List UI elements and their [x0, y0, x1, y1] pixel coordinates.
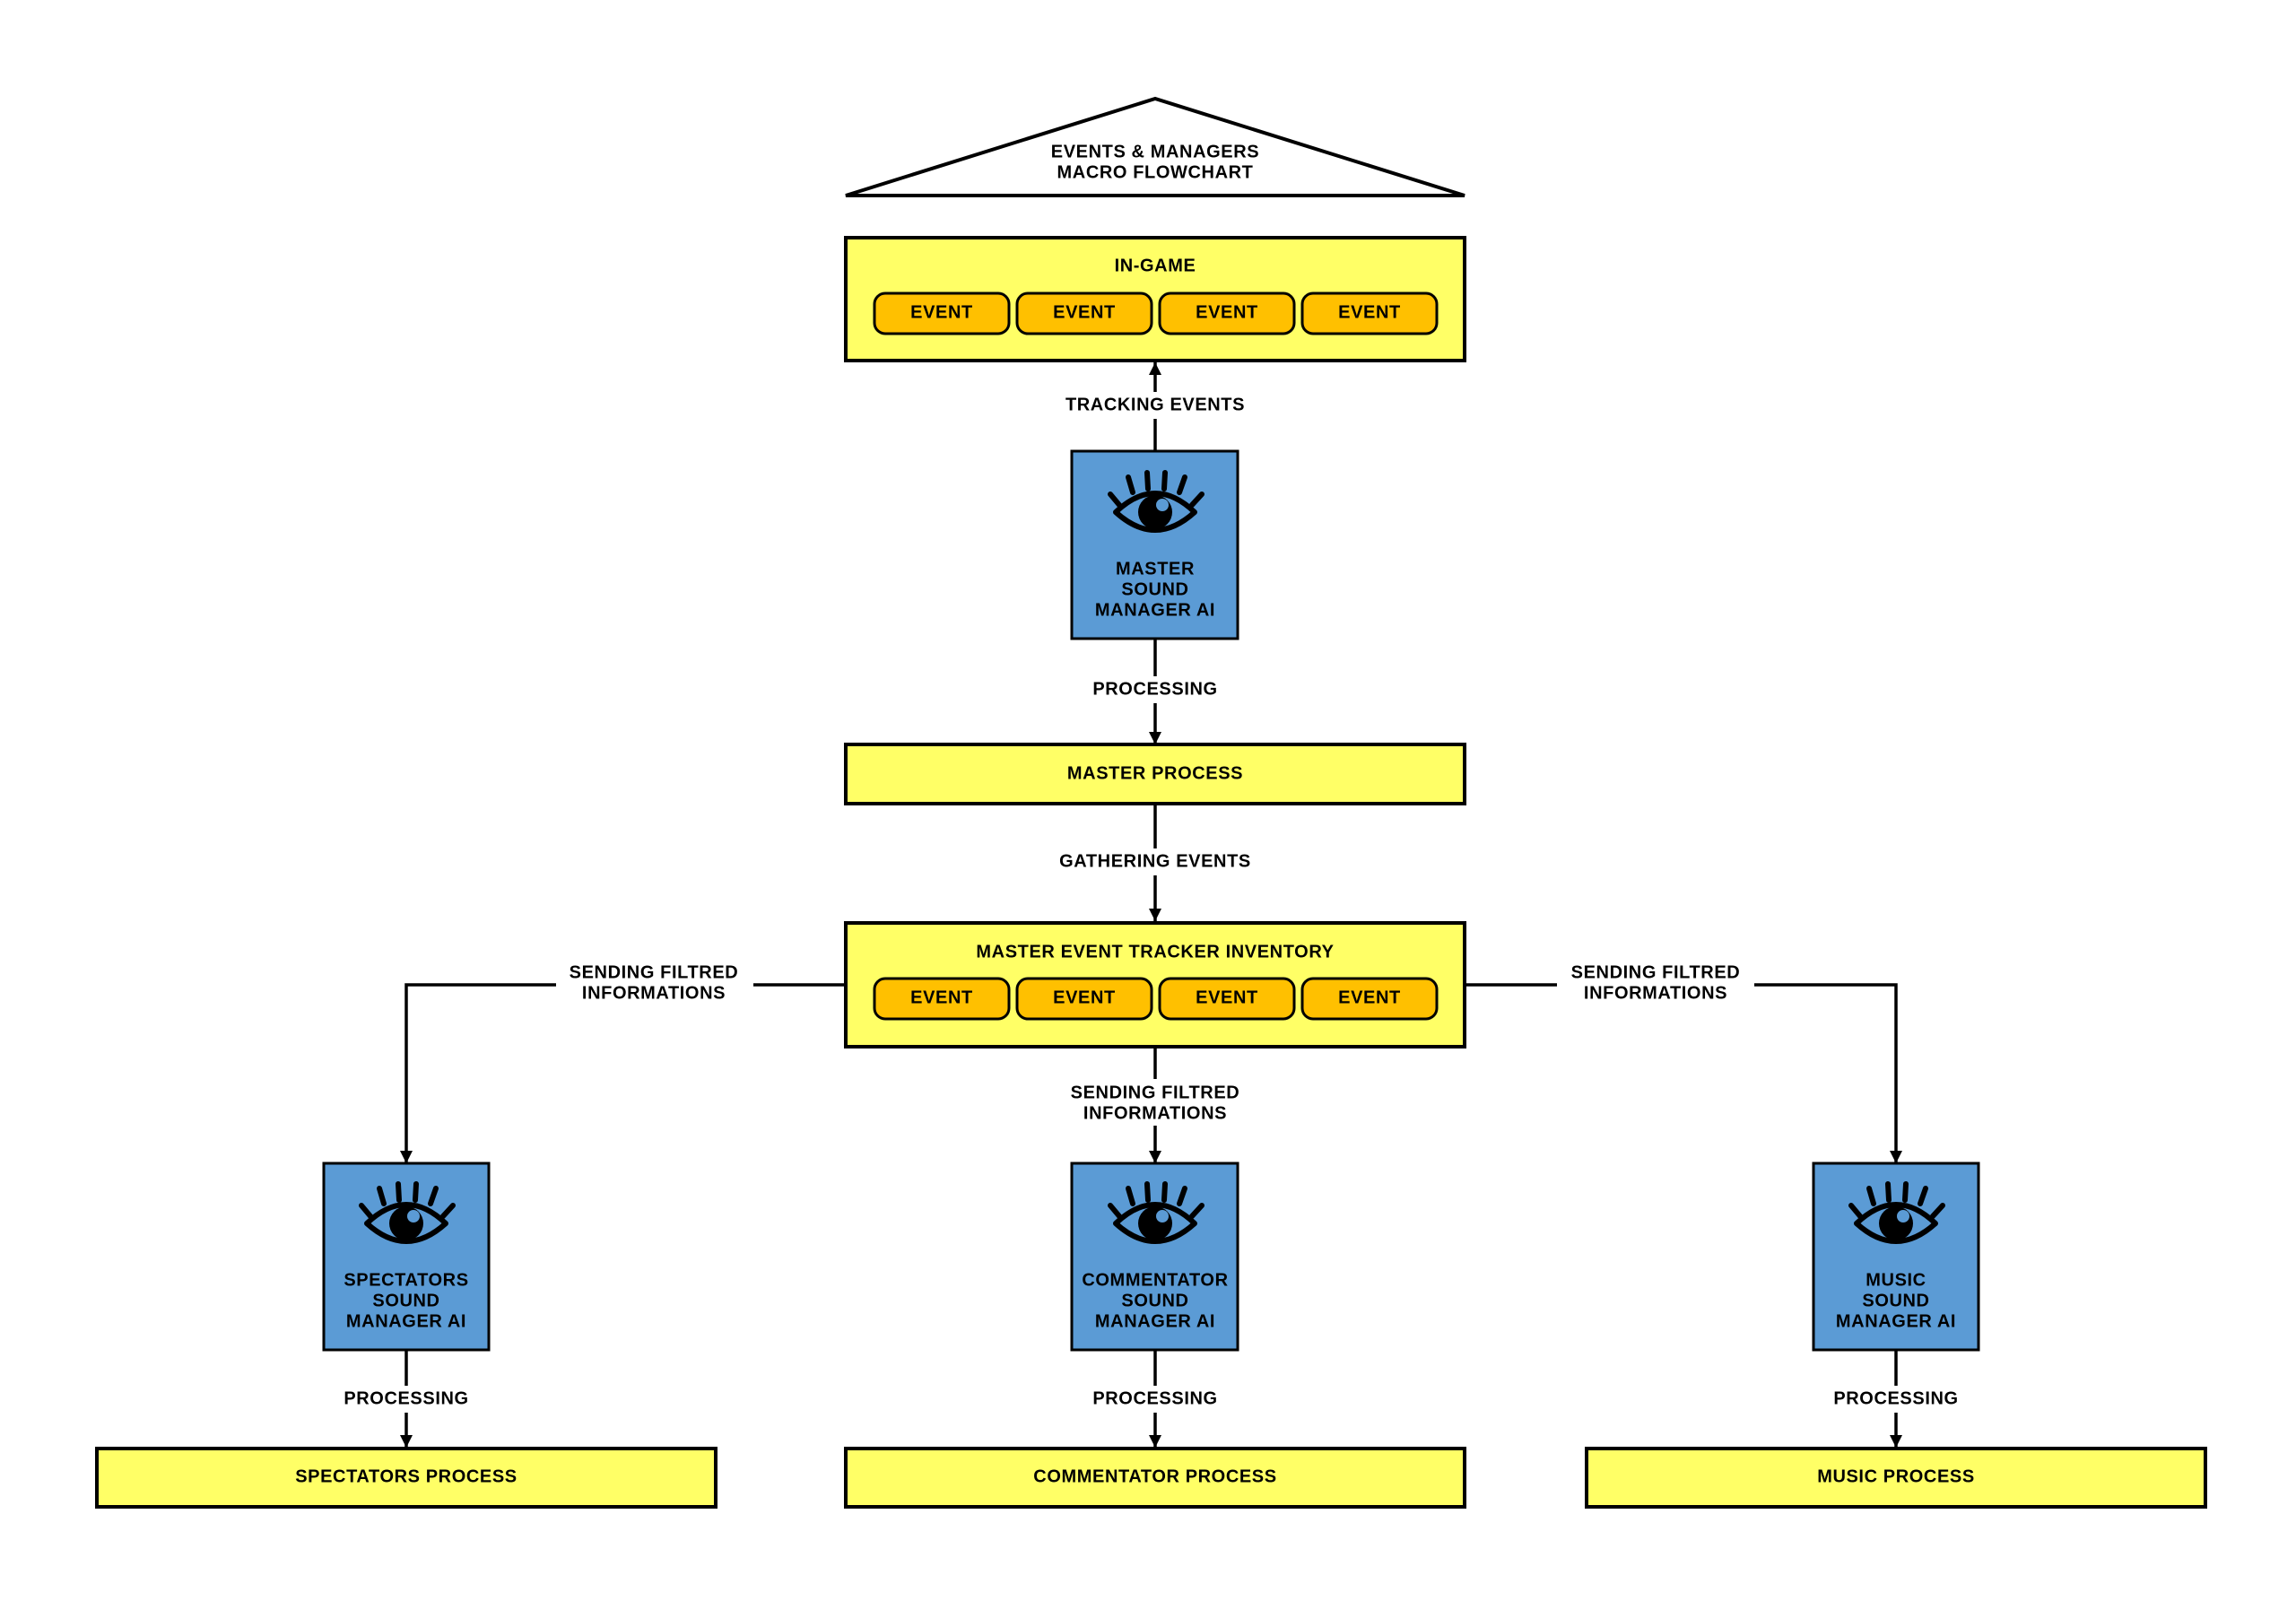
sending-right-line-1: SENDING FILTRED	[1571, 962, 1741, 982]
manager-name-line: MUSIC	[1866, 1270, 1926, 1290]
commentator-sound-manager: COMMENTATOR SOUND MANAGER AI	[1070, 1162, 1239, 1352]
event-chip: EVENT	[873, 977, 1011, 1021]
music-process-box: MUSIC PROCESS	[1585, 1447, 2207, 1509]
title-banner: EVENTS & MANAGERS MACRO FLOWCHART	[845, 96, 1465, 197]
sending-left-line-2: INFORMATIONS	[582, 983, 726, 1003]
title-line-2: MACRO FLOWCHART	[1057, 162, 1254, 182]
tracking-events-label: TRACKING EVENTS	[1065, 395, 1245, 414]
tracking-events-connector: TRACKING EVENTS	[1054, 362, 1257, 451]
processing-label: PROCESSING	[1092, 1388, 1217, 1408]
gathering-events-label: GATHERING EVENTS	[1059, 851, 1251, 871]
music-sound-manager: MUSIC SOUND MANAGER AI	[1812, 1162, 1980, 1352]
processing-label: PROCESSING	[344, 1388, 468, 1408]
commentator-processing-connector: PROCESSING	[1083, 1350, 1228, 1448]
manager-name-line: MANAGER AI	[1095, 600, 1215, 620]
manager-name-line: SOUND	[372, 1291, 439, 1310]
event-chip: EVENT	[1158, 977, 1296, 1021]
manager-name-line: MANAGER AI	[346, 1311, 466, 1331]
manager-name-line: MANAGER AI	[1095, 1311, 1215, 1331]
event-chip: EVENT	[1015, 977, 1153, 1021]
master-sound-manager: MASTER SOUND MANAGER AI	[1070, 449, 1239, 640]
event-chip: EVENT	[1300, 291, 1439, 335]
sending-middle-connector: SENDING FILTRED INFORMATIONS	[1057, 1047, 1254, 1163]
manager-name-line: SPECTATORS	[344, 1270, 468, 1290]
sending-middle-line-1: SENDING FILTRED	[1071, 1083, 1240, 1102]
manager-name-line: MANAGER AI	[1836, 1311, 1956, 1331]
inventory-box: MASTER EVENT TRACKER INVENTORY EVENT EVE…	[844, 921, 1466, 1048]
event-chip-label: EVENT	[1338, 988, 1401, 1007]
event-chip: EVENT	[1300, 977, 1439, 1021]
processing-connector: PROCESSING	[1081, 639, 1230, 744]
master-process-label: MASTER PROCESS	[1067, 763, 1243, 783]
music-processing-connector: PROCESSING	[1823, 1350, 1969, 1448]
sending-left-line-1: SENDING FILTRED	[570, 962, 739, 982]
event-chip-label: EVENT	[1053, 302, 1116, 322]
in-game-label: IN-GAME	[1115, 256, 1196, 275]
event-chip-label: EVENT	[1338, 302, 1401, 322]
manager-name-line: SOUND	[1121, 579, 1188, 599]
master-process-box: MASTER PROCESS	[844, 743, 1466, 805]
event-chip: EVENT	[1015, 291, 1153, 335]
manager-name-line: COMMENTATOR	[1082, 1270, 1228, 1290]
sending-middle-line-2: INFORMATIONS	[1083, 1103, 1227, 1123]
event-chip: EVENT	[1158, 291, 1296, 335]
inventory-label: MASTER EVENT TRACKER INVENTORY	[976, 942, 1334, 961]
event-chip-label: EVENT	[910, 988, 973, 1007]
sending-right-line-2: INFORMATIONS	[1584, 983, 1727, 1003]
event-chip: EVENT	[873, 291, 1011, 335]
event-chip-label: EVENT	[910, 302, 973, 322]
gathering-events-connector: GATHERING EVENTS	[1047, 804, 1264, 921]
processing-label: PROCESSING	[1092, 679, 1217, 699]
commentator-process-label: COMMENTATOR PROCESS	[1033, 1466, 1276, 1486]
commentator-process-box: COMMENTATOR PROCESS	[844, 1447, 1466, 1509]
spectators-processing-connector: PROCESSING	[334, 1350, 479, 1448]
in-game-box: IN-GAME EVENT EVENT EVENT EVENT	[844, 236, 1466, 362]
event-chip-label: EVENT	[1196, 988, 1258, 1007]
processing-label: PROCESSING	[1833, 1388, 1958, 1408]
event-chip-label: EVENT	[1053, 988, 1116, 1007]
spectators-process-box: SPECTATORS PROCESS	[95, 1447, 718, 1509]
spectators-process-label: SPECTATORS PROCESS	[295, 1466, 517, 1486]
manager-name-line: MASTER	[1116, 559, 1195, 579]
sending-left-connector: SENDING FILTRED INFORMATIONS	[400, 961, 846, 1163]
title-line-1: EVENTS & MANAGERS	[1051, 142, 1259, 161]
music-process-label: MUSIC PROCESS	[1817, 1466, 1975, 1486]
spectators-sound-manager: SPECTATORS SOUND MANAGER AI	[322, 1162, 491, 1352]
manager-name-line: SOUND	[1862, 1291, 1929, 1310]
event-chip-label: EVENT	[1196, 302, 1258, 322]
sending-right-connector: SENDING FILTRED INFORMATIONS	[1465, 961, 1902, 1163]
manager-name-line: SOUND	[1121, 1291, 1188, 1310]
